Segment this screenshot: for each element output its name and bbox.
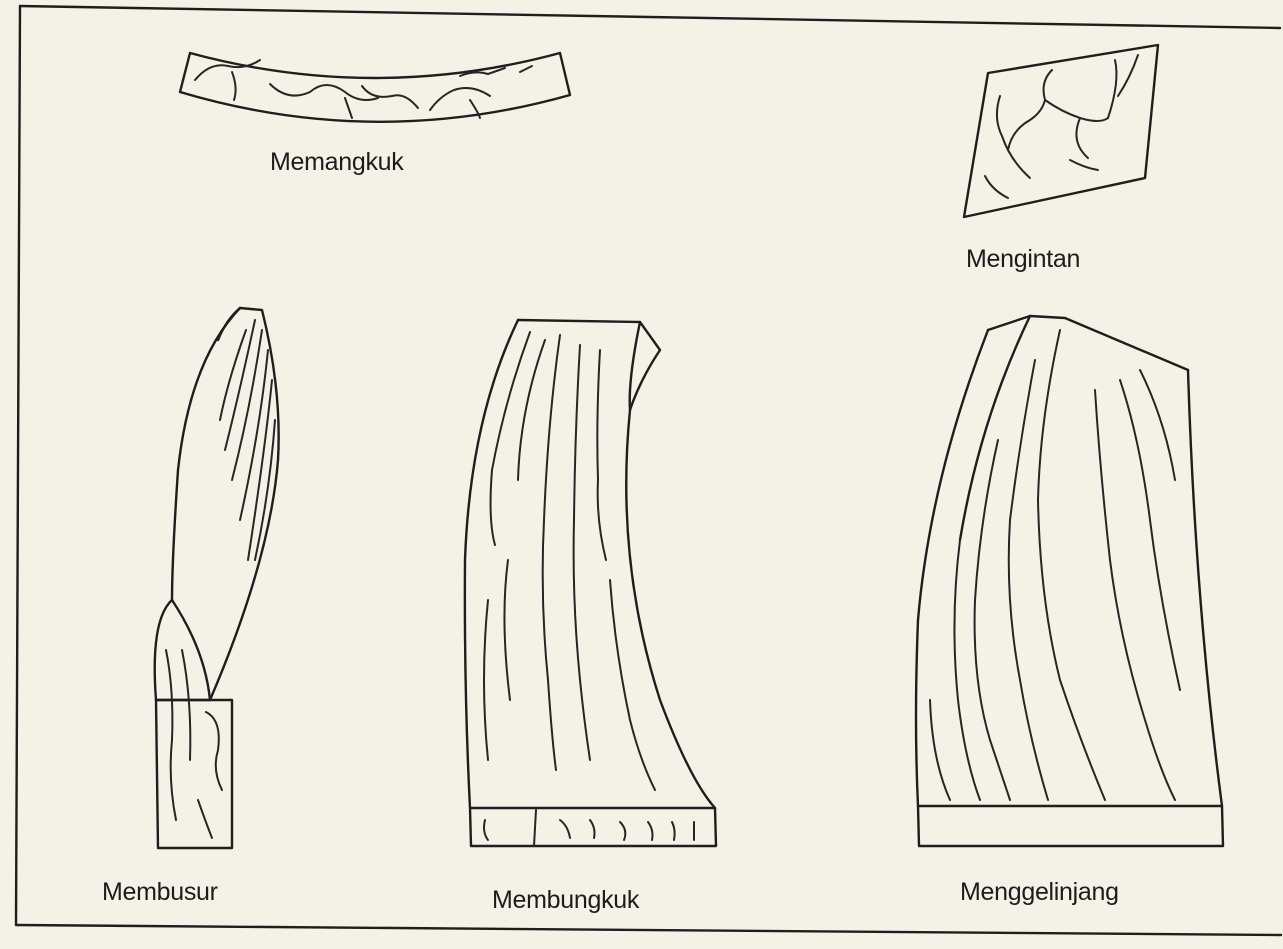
diamonding-label: Mengintan	[966, 245, 1080, 274]
cupping-board-illustration	[180, 53, 570, 122]
cupping-label: Memangkuk	[270, 148, 403, 177]
bowing-label: Membusur	[102, 878, 218, 907]
crooking-label: Membungkuk	[492, 886, 639, 915]
bowing-board-illustration	[155, 308, 279, 848]
crooking-board-illustration	[465, 320, 716, 846]
twisting-board-illustration	[916, 316, 1223, 846]
frame	[16, 6, 1281, 935]
diamonding-board-illustration	[964, 45, 1158, 217]
twisting-label: Menggelinjang	[960, 878, 1119, 907]
